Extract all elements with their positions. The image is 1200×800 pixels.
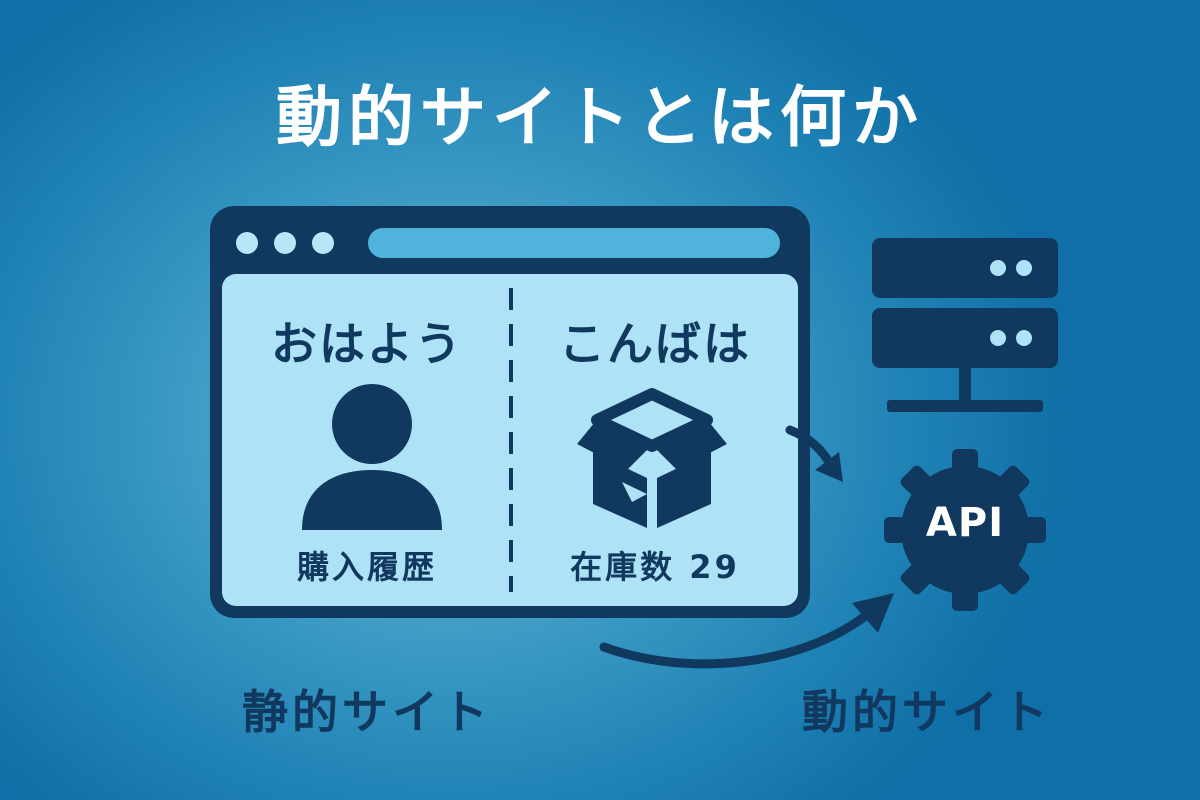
server-icon <box>872 238 1058 412</box>
browser-viewport: おはよう こんばは 購入履歴 在庫数 29 <box>222 274 798 606</box>
page-title: 動的サイトとは何か <box>276 79 924 156</box>
gear-icon <box>884 449 1046 611</box>
static-site-label: 静的サイト <box>242 685 492 739</box>
box-icon <box>577 388 727 528</box>
browser-window: おはよう こんばは 購入履歴 在庫数 29 <box>210 206 810 618</box>
arrow-icon <box>599 593 894 669</box>
api-label: API <box>925 500 1005 546</box>
pane-divider <box>509 288 513 592</box>
window-dot <box>236 232 258 254</box>
arrow-icon <box>785 425 843 482</box>
greeting-evening: こんばは <box>559 317 751 371</box>
window-dot <box>274 232 296 254</box>
window-dot <box>312 232 334 254</box>
dynamic-site-label: 動的サイト <box>802 685 1052 739</box>
stock-count-label: 在庫数 29 <box>570 548 740 586</box>
purchase-history-label: 購入履歴 <box>296 548 437 586</box>
address-bar <box>368 228 780 258</box>
user-icon <box>302 384 442 530</box>
greeting-morning: おはよう <box>271 317 463 371</box>
